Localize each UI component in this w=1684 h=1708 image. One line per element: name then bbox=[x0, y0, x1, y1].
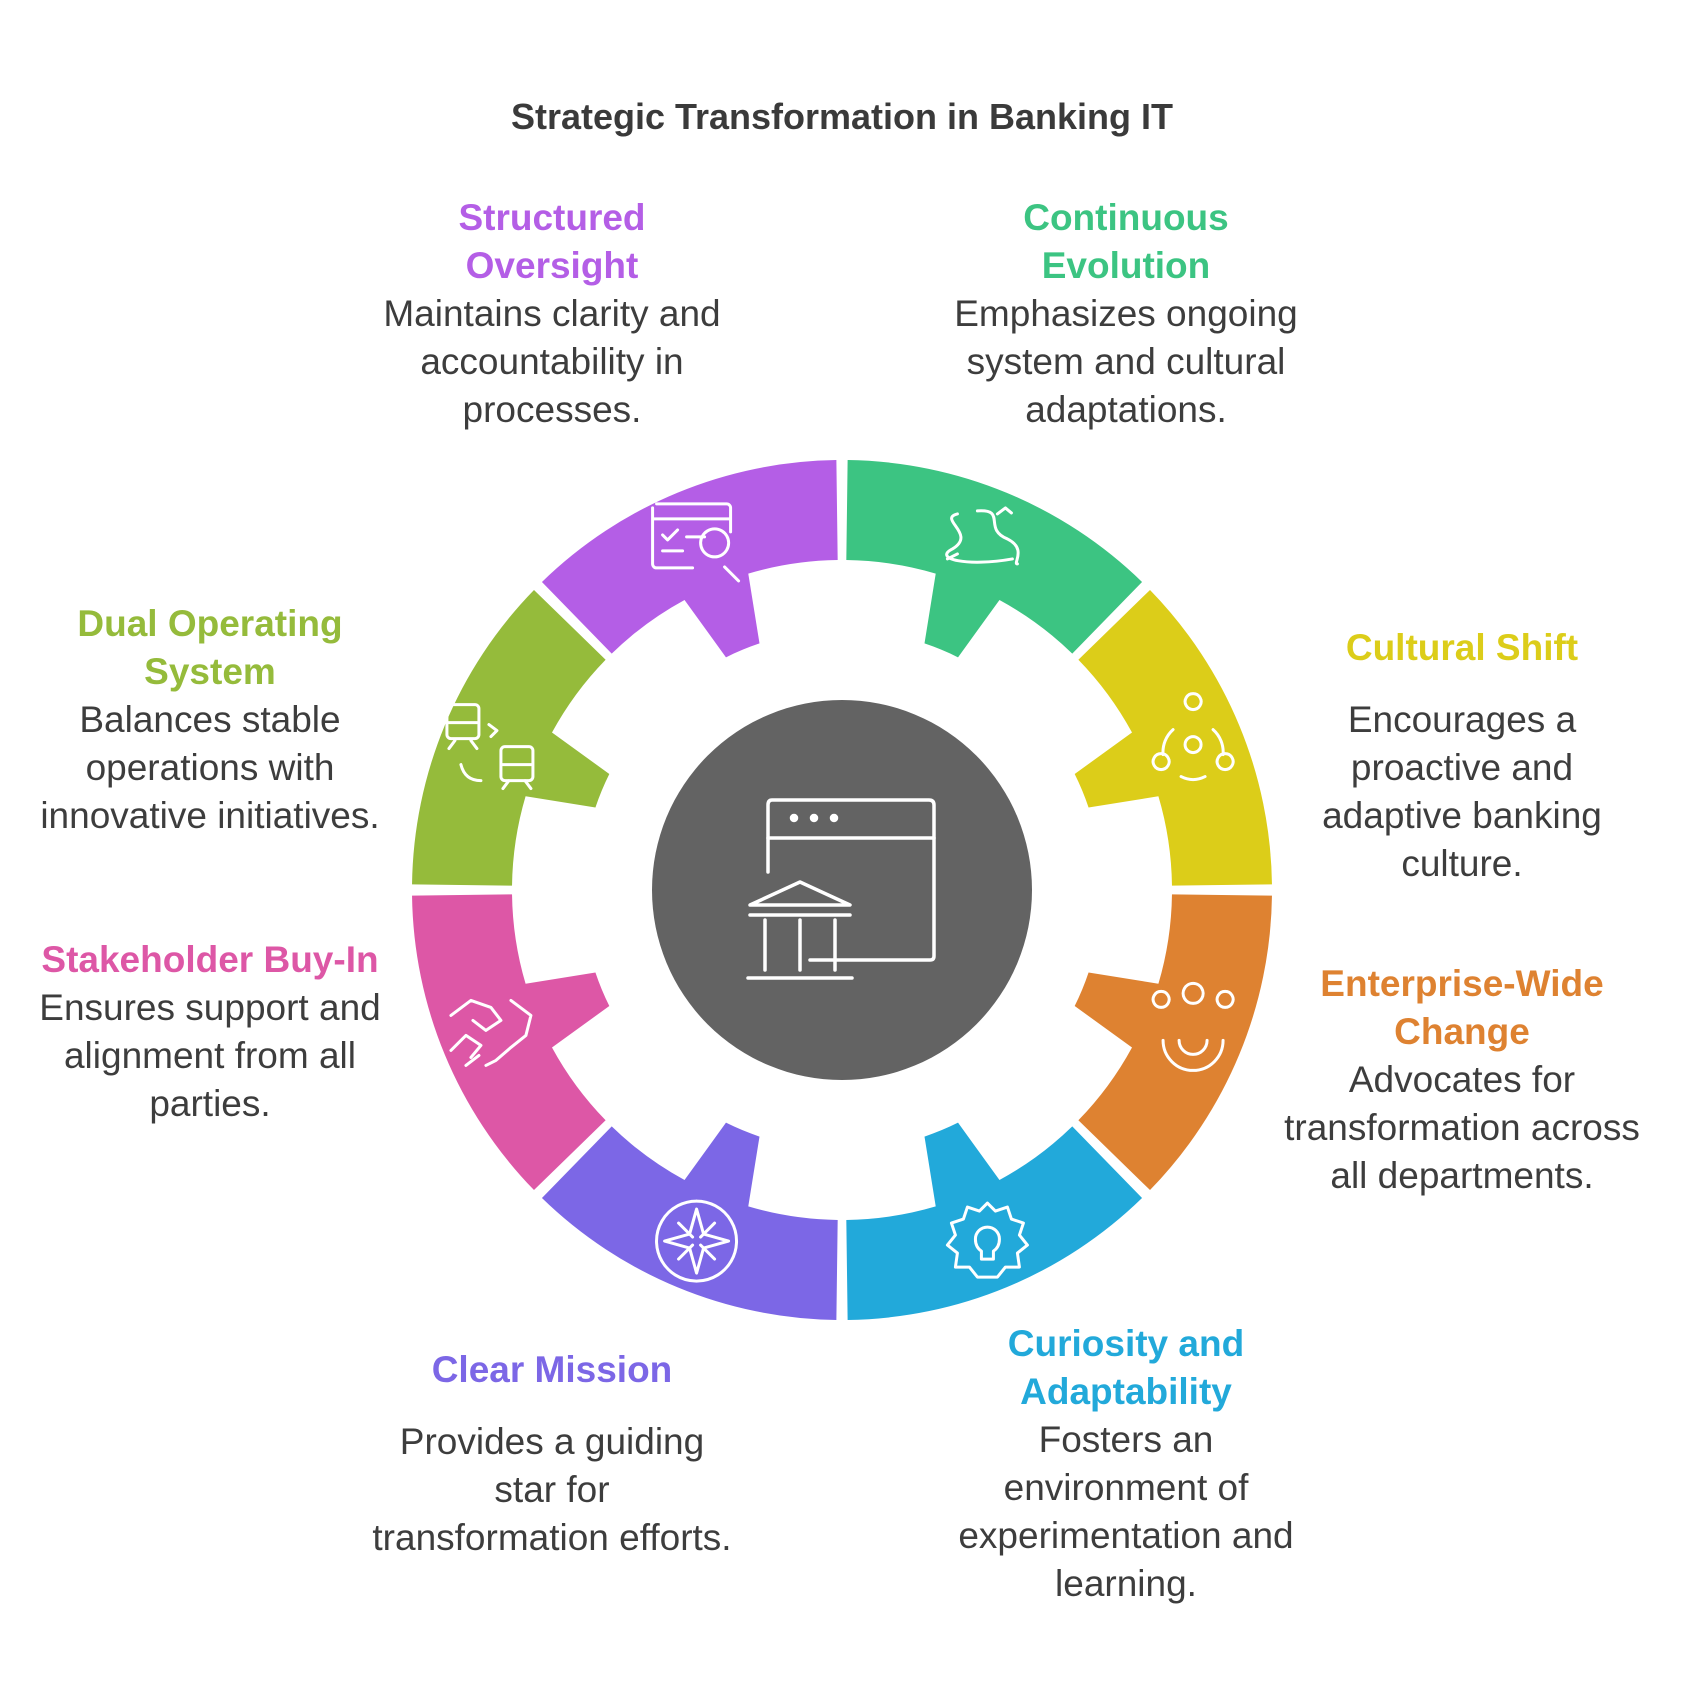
heading-cultural-shift: Cultural Shift bbox=[1345, 627, 1579, 668]
trains-icon bbox=[445, 703, 535, 791]
window-search-icon bbox=[651, 502, 741, 583]
label-stakeholder-buy-in: Stakeholder Buy-In Ensures support and a… bbox=[30, 936, 390, 1128]
center-hub bbox=[652, 700, 1032, 1080]
segment-continuous-evolution bbox=[846, 460, 1143, 658]
team-gear-icon bbox=[1151, 692, 1235, 782]
segment-structured-oversight bbox=[541, 460, 838, 658]
desc-structured-oversight: Maintains clarity and accountability in … bbox=[383, 293, 721, 430]
segment-dual-operating-system bbox=[412, 589, 610, 886]
heading-enterprise-wide-change: Enterprise-Wide Change bbox=[1320, 963, 1604, 1052]
segment-stakeholder-buy-in bbox=[412, 894, 610, 1191]
desc-curiosity-adaptability: Fosters an environment of experimentatio… bbox=[958, 1419, 1294, 1604]
heading-continuous-evolution: Continuous Evolution bbox=[1023, 197, 1229, 286]
gear-bulb-icon bbox=[945, 1201, 1029, 1279]
diagram-title: Strategic Transformation in Banking IT bbox=[510, 96, 1174, 137]
compass-star-icon bbox=[655, 1199, 739, 1283]
desc-enterprise-wide-change: Advocates for transformation across all … bbox=[1284, 1059, 1640, 1196]
heading-structured-oversight: Structured Oversight bbox=[458, 197, 646, 286]
label-enterprise-wide-change: Enterprise-Wide Change Advocates for tra… bbox=[1282, 960, 1642, 1200]
desc-clear-mission: Provides a guiding star for transformati… bbox=[372, 1421, 732, 1558]
heading-curiosity-adaptability: Curiosity and Adaptability bbox=[1007, 1323, 1245, 1412]
label-clear-mission: Clear Mission Provides a guiding star fo… bbox=[372, 1346, 732, 1562]
label-continuous-evolution: Continuous Evolution Emphasizes ongoing … bbox=[946, 194, 1306, 434]
label-cultural-shift: Cultural Shift Encourages a proactive an… bbox=[1282, 624, 1642, 888]
river-icon bbox=[945, 506, 1020, 566]
heading-stakeholder-buy-in: Stakeholder Buy-In bbox=[41, 939, 379, 980]
label-curiosity-adaptability: Curiosity and Adaptability Fosters an en… bbox=[946, 1320, 1306, 1608]
segment-clear-mission bbox=[541, 1122, 838, 1320]
desc-cultural-shift: Encourages a proactive and adaptive bank… bbox=[1322, 699, 1602, 884]
label-dual-operating-system: Dual Operating System Balances stable op… bbox=[30, 600, 390, 840]
desc-dual-operating-system: Balances stable operations with innovati… bbox=[40, 699, 380, 836]
segment-cultural-shift bbox=[1074, 589, 1272, 886]
heading-dual-operating-system: Dual Operating System bbox=[77, 603, 343, 692]
desc-continuous-evolution: Emphasizes ongoing system and cultural a… bbox=[954, 293, 1298, 430]
segment-curiosity-adaptability bbox=[846, 1122, 1143, 1320]
desc-stakeholder-buy-in: Ensures support and alignment from all p… bbox=[39, 987, 381, 1124]
bank-window-icon bbox=[746, 798, 936, 980]
people-gear-icon bbox=[1151, 981, 1235, 1072]
heading-clear-mission: Clear Mission bbox=[431, 1349, 673, 1390]
segment-enterprise-wide-change bbox=[1074, 894, 1272, 1191]
handshake-icon bbox=[449, 998, 533, 1067]
label-structured-oversight: Structured Oversight Maintains clarity a… bbox=[372, 194, 732, 434]
